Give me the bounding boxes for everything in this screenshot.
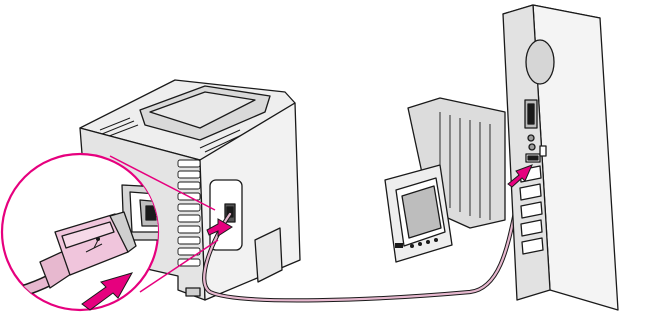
- printer-port-arrow: [206, 218, 233, 237]
- usb-symbol-icon: [85, 237, 103, 253]
- arrows: [206, 164, 533, 237]
- plug-insert-arrow: [81, 272, 134, 311]
- computer-port-arrow: [507, 164, 533, 188]
- computer-tower: [502, 4, 619, 311]
- magnified-callout: [0, 152, 219, 312]
- crt-monitor: [384, 97, 506, 263]
